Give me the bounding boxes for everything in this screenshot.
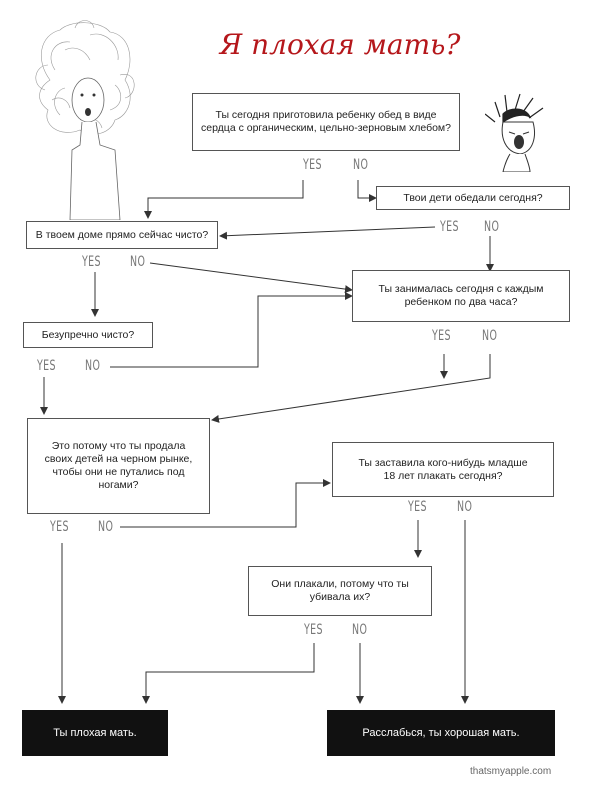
credit-text: thatsmyapple.com xyxy=(470,766,552,777)
arrow-q1-yes xyxy=(144,180,304,219)
answer-yes-q8: YES xyxy=(304,622,323,638)
answer-yes-q6: YES xyxy=(50,519,69,535)
answer-no-q2: NO xyxy=(484,219,500,235)
arrow-q8-yes xyxy=(142,643,315,704)
answer-no-q8: NO xyxy=(352,622,368,638)
arrow-q1-no xyxy=(357,180,377,202)
page-title: Я плохая мать? xyxy=(219,28,461,61)
answer-yes-q3: YES xyxy=(82,254,101,270)
answer-no-q4: NO xyxy=(482,328,498,344)
answer-no-q3: NO xyxy=(130,254,146,270)
answer-yes-q1: YES xyxy=(303,157,322,173)
messy-hair-woman-illustration xyxy=(35,20,135,220)
question-box-lunch-heart: Ты сегодня приготовила ребенку обед в ви… xyxy=(192,93,460,151)
answer-no-q6: NO xyxy=(98,519,114,535)
screaming-child-illustration xyxy=(485,93,544,172)
answer-yes-q7: YES xyxy=(408,499,427,515)
answer-no-q7: NO xyxy=(457,499,473,515)
arrow-q5-no xyxy=(110,292,353,368)
question-box-killing: Они плакали, потому что ты убивала их? xyxy=(248,566,432,616)
answer-yes-q4: YES xyxy=(432,328,451,344)
arrow-q4-no xyxy=(211,354,491,423)
question-box-spotless: Безупречно чисто? xyxy=(23,322,153,348)
answer-no-q1: NO xyxy=(353,157,369,173)
answer-yes-q5: YES xyxy=(37,358,56,374)
arrow-q3-no xyxy=(149,262,353,294)
answer-no-q5: NO xyxy=(85,358,101,374)
question-box-house-clean: В твоем доме прямо сейчас чисто? xyxy=(26,221,218,249)
result-bad-mother: Ты плохая мать. xyxy=(22,710,168,756)
question-box-made-cry: Ты заставила кого-нибудь младше 18 лет п… xyxy=(332,442,554,497)
answer-yes-q2: YES xyxy=(440,219,459,235)
arrow-q2-yes xyxy=(219,226,436,240)
question-box-two-hours: Ты занималась сегодня с каждым ребенком … xyxy=(352,270,570,322)
result-good-mother: Расслабься, ты хорошая мать. xyxy=(327,710,555,756)
arrow-q6-no xyxy=(120,479,331,528)
question-box-kids-ate: Твои дети обедали сегодня? xyxy=(376,186,570,210)
question-box-black-market: Это потому что ты продала своих детей на… xyxy=(27,418,210,514)
